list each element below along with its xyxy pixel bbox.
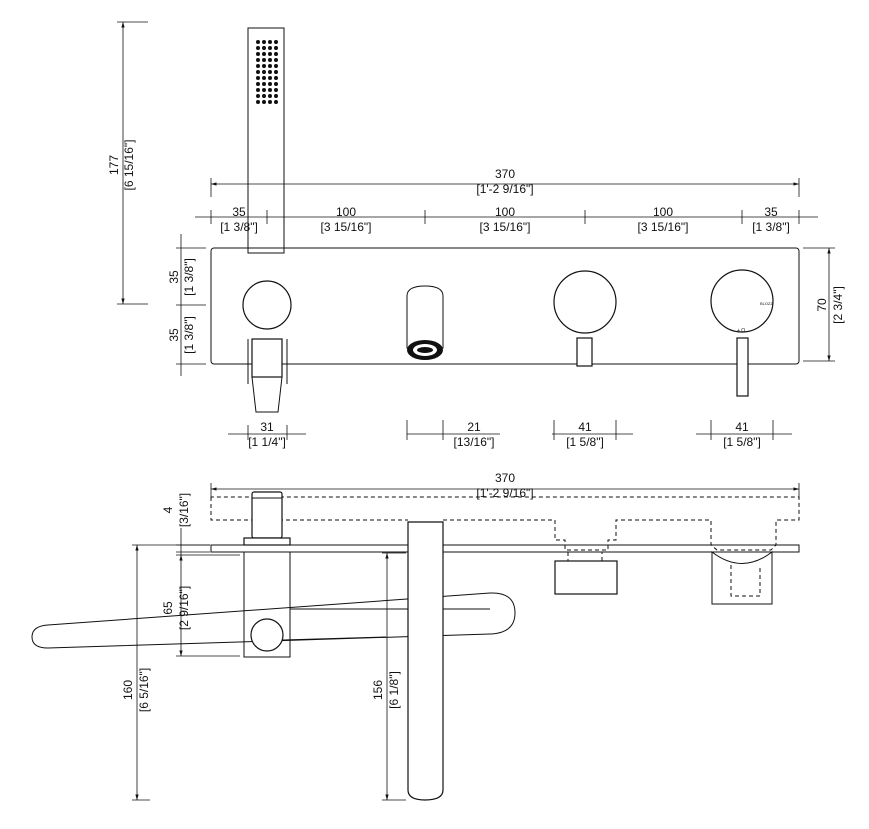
dim-handshower-length: 160 [6 5/16"]	[121, 544, 210, 801]
wall-plate-side	[210, 544, 800, 553]
svg-text:35: 35	[167, 270, 181, 284]
wall-plate-front	[210, 247, 800, 365]
svg-text:160: 160	[121, 680, 135, 700]
svg-text:[1 5/8"]: [1 5/8"]	[723, 435, 761, 449]
dim-spout-length: 156 [6 1/8"]	[371, 552, 406, 801]
svg-text:[6 1/8"]: [6 1/8"]	[387, 671, 401, 709]
svg-text:[1 5/8"]: [1 5/8"]	[566, 435, 604, 449]
indicator-mark: + O	[737, 328, 745, 334]
svg-text:35: 35	[167, 328, 181, 342]
svg-text:[3 15/16"]: [3 15/16"]	[321, 220, 372, 234]
mixer-handle-1-side	[554, 560, 618, 595]
spout-front	[406, 285, 444, 360]
svg-text:370: 370	[495, 471, 515, 485]
svg-text:[1 3/8"]: [1 3/8"]	[182, 316, 196, 354]
handshower-front	[247, 27, 285, 254]
svg-text:41: 41	[578, 420, 592, 434]
diverter-side	[243, 491, 490, 658]
svg-text:[6 15/16"]: [6 15/16"]	[122, 140, 136, 191]
svg-text:4: 4	[161, 506, 175, 513]
svg-text:35: 35	[232, 205, 246, 219]
dim-plate-thickness: 4 [3/16"]	[161, 493, 210, 560]
svg-text:[3 15/16"]: [3 15/16"]	[638, 220, 689, 234]
spout-side	[407, 521, 444, 801]
svg-text:35: 35	[764, 205, 778, 219]
svg-text:100: 100	[495, 205, 515, 219]
side-view: 370 [1'-2 9/16"] 4 [3/16"]	[31, 471, 800, 801]
dim-spacing-row: 35 [1 3/8"] 100 [3 15/16"] 100 [3 15/16"…	[195, 205, 818, 234]
svg-text:41: 41	[735, 420, 749, 434]
svg-text:21: 21	[467, 420, 481, 434]
dim-holder-height: 65 [2 9/16"]	[161, 554, 240, 657]
dim-overall-width-side: 370 [1'-2 9/16"]	[210, 471, 800, 500]
dim-plate-height: 70 [2 3/4"]	[803, 247, 845, 362]
svg-text:[1 3/8"]: [1 3/8"]	[182, 258, 196, 296]
brand-mark: BLOZZ	[760, 301, 773, 306]
diverter-front	[242, 280, 292, 413]
handshower-side	[31, 592, 516, 652]
svg-text:[2 9/16"]: [2 9/16"]	[177, 586, 191, 630]
dim-handshower-height: 177 [6 15/16"]	[107, 21, 148, 305]
front-view: BLOZZ + O 177 [6 15/16"] 370 [1'-2 9/16"…	[107, 21, 845, 449]
svg-text:[1 3/8"]: [1 3/8"]	[752, 220, 790, 234]
concealed-box-outline	[210, 496, 800, 551]
svg-text:[1'-2 9/16"]: [1'-2 9/16"]	[476, 182, 533, 196]
svg-text:[3/16"]: [3/16"]	[177, 493, 191, 527]
spray-nozzles-icon	[256, 40, 278, 104]
svg-text:156: 156	[371, 680, 385, 700]
dim-overall-width-top: 370 [1'-2 9/16"]	[210, 167, 800, 197]
svg-text:[1 3/8"]: [1 3/8"]	[220, 220, 258, 234]
svg-text:[6 5/16"]: [6 5/16"]	[137, 668, 151, 712]
svg-text:31: 31	[260, 420, 274, 434]
mixer-handle-2-front: BLOZZ + O	[710, 269, 774, 397]
svg-text:[2 3/4"]: [2 3/4"]	[831, 286, 845, 324]
svg-text:370: 370	[495, 167, 515, 181]
svg-text:65: 65	[161, 601, 175, 615]
svg-text:[13/16"]: [13/16"]	[454, 435, 495, 449]
svg-text:[1'-2 9/16"]: [1'-2 9/16"]	[476, 486, 533, 500]
dim-component-widths: 31 [1 1/4"] 21 [13/16"] 41 [1 5/8"] 41 […	[228, 420, 792, 449]
svg-text:[3 15/16"]: [3 15/16"]	[480, 220, 531, 234]
svg-text:100: 100	[653, 205, 673, 219]
svg-text:100: 100	[336, 205, 356, 219]
mixer-handle-1-front	[553, 270, 617, 367]
svg-text:177: 177	[107, 155, 121, 175]
mixer-handle-2-side	[711, 550, 773, 605]
svg-text:[1 1/4"]: [1 1/4"]	[248, 435, 286, 449]
svg-text:70: 70	[815, 298, 829, 312]
dim-half-heights: 35 [1 3/8"] 35 [1 3/8"]	[167, 234, 206, 376]
